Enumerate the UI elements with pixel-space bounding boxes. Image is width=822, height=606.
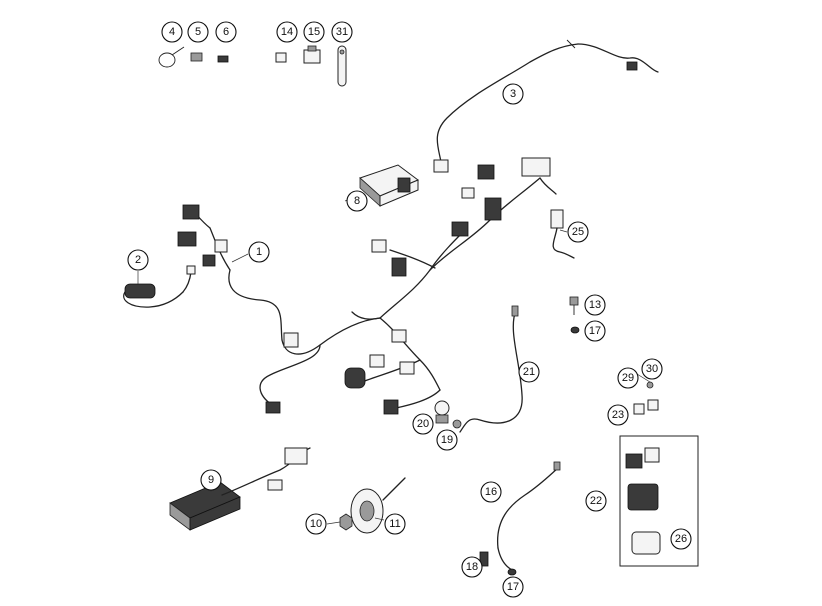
washer-17 — [570, 326, 580, 334]
callout-25: 25 — [567, 221, 589, 243]
sub-harness-2 — [123, 265, 196, 308]
svg-text:8: 8 — [354, 195, 360, 207]
callout-16: 16 — [480, 481, 502, 503]
callout-2: 2 — [127, 249, 149, 271]
callout-18: 18 — [461, 556, 483, 578]
connector-small-part — [275, 52, 287, 63]
horn-11 — [350, 477, 406, 534]
fuse-23 — [633, 399, 659, 415]
screw-13 — [569, 296, 579, 315]
relay-box-22 — [619, 435, 699, 567]
svg-text:26: 26 — [675, 533, 687, 545]
control-unit-8 — [359, 164, 419, 207]
regulator-9 — [169, 447, 311, 531]
screw-18 — [479, 551, 489, 567]
bracket-part — [337, 45, 347, 87]
callout-17b: 17 — [502, 576, 524, 598]
svg-text:19: 19 — [441, 434, 453, 446]
connector-plug-part — [303, 45, 321, 64]
callout-21: 21 — [518, 361, 540, 383]
svg-text:16: 16 — [485, 486, 497, 498]
svg-text:15: 15 — [308, 26, 320, 38]
callout-3: 3 — [502, 83, 524, 105]
callout-6: 6 — [215, 21, 237, 43]
nut-10 — [339, 513, 353, 531]
callout-31: 31 — [331, 21, 353, 43]
cable-21 — [459, 305, 523, 433]
svg-text:2: 2 — [135, 254, 141, 266]
callout-30: 30 — [641, 358, 663, 380]
callout-1: 1 — [248, 241, 270, 263]
callout-4: 4 — [161, 21, 183, 43]
callout-23: 23 — [607, 404, 629, 426]
svg-text:4: 4 — [169, 26, 175, 38]
svg-text:25: 25 — [572, 226, 584, 238]
washer-19 — [452, 419, 462, 429]
callout-15: 15 — [303, 21, 325, 43]
screw-29 — [646, 381, 654, 389]
callout-9: 9 — [200, 469, 222, 491]
svg-text:14: 14 — [281, 26, 293, 38]
cable-tie-part — [158, 46, 185, 68]
svg-text:17: 17 — [589, 325, 601, 337]
sensor-20 — [434, 400, 450, 424]
callout-10: 10 — [305, 513, 327, 535]
svg-text:22: 22 — [590, 495, 602, 507]
svg-text:5: 5 — [195, 26, 201, 38]
fuse-holder-part — [190, 52, 203, 62]
callout-13: 13 — [584, 294, 606, 316]
main-harness-1 — [177, 157, 557, 415]
svg-text:29: 29 — [622, 372, 634, 384]
svg-text:1: 1 — [256, 246, 262, 258]
svg-text:18: 18 — [466, 561, 478, 573]
washer-17b — [507, 568, 517, 576]
callout-5: 5 — [187, 21, 209, 43]
callout-20: 20 — [412, 413, 434, 435]
callout-19: 19 — [436, 429, 458, 451]
svg-text:17: 17 — [507, 581, 519, 593]
callout-26: 26 — [670, 528, 692, 550]
svg-text:23: 23 — [612, 409, 624, 421]
wire-25 — [550, 209, 575, 259]
callout-17: 17 — [584, 320, 606, 342]
callout-14: 14 — [276, 21, 298, 43]
svg-text:6: 6 — [223, 26, 229, 38]
svg-text:13: 13 — [589, 299, 601, 311]
svg-text:31: 31 — [336, 26, 348, 38]
harness-3 — [433, 39, 659, 173]
svg-text:11: 11 — [389, 518, 400, 530]
svg-text:9: 9 — [208, 474, 214, 486]
callout-11: 11 — [384, 513, 406, 535]
svg-text:21: 21 — [523, 366, 535, 378]
svg-text:20: 20 — [417, 418, 429, 430]
callout-22: 22 — [585, 490, 607, 512]
cable-16 — [496, 461, 561, 571]
callout-29: 29 — [617, 367, 639, 389]
svg-text:30: 30 — [646, 363, 658, 375]
svg-text:10: 10 — [310, 518, 322, 530]
bulb-part — [217, 55, 229, 63]
svg-text:3: 3 — [510, 88, 516, 100]
callout-8: 8 — [346, 190, 368, 212]
